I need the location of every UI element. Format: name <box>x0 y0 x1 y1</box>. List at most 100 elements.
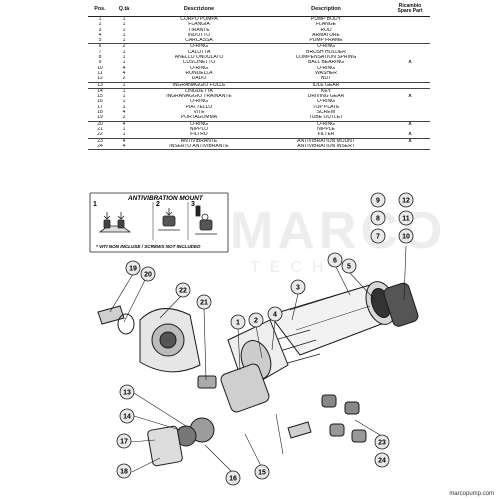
cell-description-it: PIATTELLO <box>185 104 213 110</box>
cell-qty: 4 <box>112 143 136 151</box>
footer-website[interactable]: marcopump.com <box>449 491 494 497</box>
callout-circle <box>398 228 414 244</box>
cell-pos: 4 <box>98 32 102 38</box>
cell-qty: 4 <box>122 121 126 127</box>
cell-pos: 8 <box>98 55 102 61</box>
cell-description-en: FLANGE <box>315 22 336 28</box>
cell-description-it: INDOTTO <box>187 32 211 38</box>
callout-5: 5 <box>341 258 357 274</box>
cell-qty: 1 <box>122 27 126 33</box>
callout-4: 4 <box>267 306 283 322</box>
antivibration-step-2-drawing <box>158 208 180 231</box>
pump-motor-assembly <box>97 281 419 467</box>
header-pos: Pos. <box>88 2 112 17</box>
cell-description-en: ANTIVIBRATION INSERT <box>262 143 390 151</box>
callout-number: 8 <box>376 215 380 222</box>
cell-spare-part <box>390 82 430 89</box>
cell-description-it: FILTRO <box>136 132 262 139</box>
cell-qty: 2 <box>112 76 136 83</box>
callout-number: 24 <box>378 457 386 464</box>
cell-pos: 21 <box>97 126 103 132</box>
cell-qty: 2 <box>112 115 136 122</box>
callout-circle <box>370 228 386 244</box>
callout-number: 2 <box>254 317 258 324</box>
cell-description-en: TOP PLATE <box>312 104 340 110</box>
callout-number: 18 <box>120 468 128 475</box>
header-description-en: Description <box>262 2 390 17</box>
cell-description-en: COMPENSATION SPRING <box>295 55 357 61</box>
cell-qty: 1 <box>122 32 126 38</box>
cell-description-it: VITE <box>193 110 205 116</box>
callout-circle <box>116 433 132 449</box>
cell-description-en: WASHER <box>315 70 337 76</box>
cell-spare-part <box>390 38 430 45</box>
cell-qty: 4 <box>122 65 126 71</box>
callout-24: 24 <box>374 452 390 468</box>
callout-12: 12 <box>398 192 414 208</box>
cell-description-it: O-RING <box>189 121 209 127</box>
cell-qty: 1 <box>122 16 126 22</box>
antivibration-step-1-drawing <box>98 212 132 233</box>
antivibration-step-2: 2 <box>156 201 160 208</box>
callout-number: 11 <box>402 215 410 222</box>
cell-description-en: NUT <box>262 76 390 83</box>
cell-description-it: CARCASSA <box>136 38 262 45</box>
callout-1: 1 <box>230 314 246 330</box>
cell-pos: 9 <box>98 60 102 66</box>
cell-description-en: PUMP BODY <box>311 16 341 22</box>
callout-circle <box>225 470 241 486</box>
cell-qty: 1 <box>122 99 126 105</box>
callout-number: 9 <box>376 197 380 204</box>
cell-pos: 17 <box>97 104 103 110</box>
callout-circle <box>254 464 270 480</box>
callout-13: 13 <box>119 384 135 400</box>
cell-qty: 1 <box>112 82 136 89</box>
callout-circle <box>398 192 414 208</box>
callout-leader-lines <box>109 245 407 473</box>
callout-circle <box>119 384 135 400</box>
antivibration-note: * VITI NON INCLUSE / SCREWS NOT INCLUDED <box>96 244 201 249</box>
callout-number: 10 <box>402 233 410 240</box>
cell-pos: 19 <box>88 115 112 122</box>
callout-17: 17 <box>116 433 132 449</box>
cell-pos: 13 <box>88 82 112 89</box>
callout-circle <box>230 314 246 330</box>
cell-description-it: RONDELLA <box>185 70 213 76</box>
header-spare-part: Ricambio Spare Part <box>390 2 430 17</box>
cell-qty: 1 <box>122 94 126 100</box>
callout-number: 23 <box>378 439 386 446</box>
cell-qty: 1 <box>112 132 136 139</box>
cell-description-it: FLANGIA <box>188 22 210 28</box>
header-spare-it: Ricambio <box>398 2 422 9</box>
header-spare-en: Spare Part <box>397 8 423 14</box>
cell-pos: 1 <box>98 16 102 22</box>
callout-21: 21 <box>196 294 212 310</box>
cell-description-it: TIRANTE <box>188 27 210 33</box>
cell-description-it: O-RING <box>189 65 209 71</box>
cell-description-en: O-RING <box>316 121 336 127</box>
callout-number: 5 <box>347 263 351 270</box>
cell-description-en: PUMP FRAME <box>262 38 390 45</box>
callout-14: 14 <box>119 408 135 424</box>
callout-3: 3 <box>290 279 306 295</box>
cell-qty: 1 <box>122 88 126 94</box>
cell-description-en: BALL BEARING <box>308 60 344 66</box>
cell-description-it: LINGUETTA <box>185 88 213 94</box>
cell-spare-part <box>390 115 430 122</box>
cell-pos: 10 <box>97 65 103 71</box>
antivibration-title: ANTIVIBRATION MOUNT <box>127 195 204 202</box>
callout-number: 12 <box>402 197 410 204</box>
